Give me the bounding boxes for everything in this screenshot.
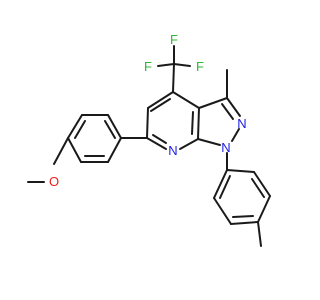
bond-aryl-1 xyxy=(107,114,122,139)
bond-c3-n2 xyxy=(226,97,241,117)
bond-c4-c5 xyxy=(147,91,174,109)
bond-tolyl-1 xyxy=(226,169,255,173)
bond-c4-c4a xyxy=(172,91,200,109)
atom-label-f-top: F xyxy=(170,32,178,47)
bond-cf-left xyxy=(157,63,175,67)
bond-tolyl-4 xyxy=(230,221,259,225)
bond-c4a-c3 xyxy=(198,97,228,109)
bond-cf-right xyxy=(173,63,191,67)
bond-tolyl-3 xyxy=(257,195,271,223)
atom-label-n-upper: N xyxy=(237,116,246,131)
bond-tolyl-6-inner xyxy=(219,175,231,199)
bond-c7a-c4a xyxy=(197,107,200,140)
atom-label-n-ring: N xyxy=(168,143,177,158)
bond-tolyl-5 xyxy=(213,197,232,225)
bond-c3-n2-inner xyxy=(221,103,234,120)
bond-aryl-o xyxy=(53,137,69,165)
atom-label-f-right: F xyxy=(196,59,204,74)
bond-aryl-3-inner xyxy=(74,120,86,139)
bond-aryl-3 xyxy=(67,114,83,139)
bond-c5-c6 xyxy=(146,107,149,139)
bond-n1-c7a xyxy=(197,138,221,146)
bond-c6-n7-inner xyxy=(152,134,167,144)
bond-c6-n7 xyxy=(146,137,167,150)
bond-aryl-4 xyxy=(67,137,82,163)
bond-n7-c7a xyxy=(179,138,199,150)
bond-tolyl-2 xyxy=(253,171,271,197)
atom-label-o: O xyxy=(49,174,59,189)
bond-c7a-c4a-inner xyxy=(191,111,194,135)
bond-tolyl-methyl xyxy=(257,221,262,247)
bond-aryl-6 xyxy=(107,137,122,163)
structure-canvas: F F F O N N N xyxy=(27,32,271,247)
atom-label-n-lower: N xyxy=(221,140,230,155)
atom-label-f-left: F xyxy=(144,59,152,74)
molecule-structure: F F F O N N N xyxy=(27,32,271,247)
bond-tolyl-4-inner xyxy=(232,215,254,218)
bond-n2-n1 xyxy=(231,128,240,142)
bond-c4-c5-inner xyxy=(150,98,171,112)
bond-cf3-c4 xyxy=(172,63,175,93)
bond-aryl-1-inner xyxy=(104,120,116,139)
bond-tolyl-2-inner xyxy=(251,178,265,198)
bond-tolyl-6 xyxy=(213,169,228,199)
